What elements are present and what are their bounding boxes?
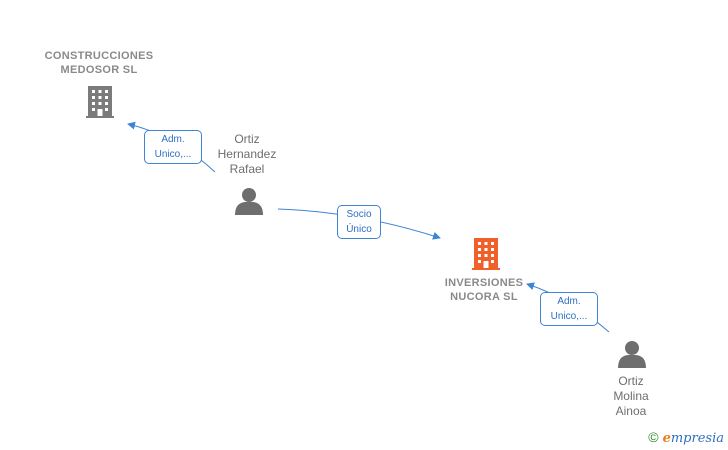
person-name-line: Ortiz xyxy=(234,132,260,146)
brand-logo-initial: e xyxy=(662,431,671,446)
person-name-ortiz-hernandez[interactable]: Ortiz Hernandez Rafael xyxy=(206,132,288,177)
person-name-line: Hernandez xyxy=(217,147,277,161)
relationship-label-line: Unico,... xyxy=(550,311,588,322)
relationship-label-line: Único xyxy=(346,224,372,235)
relationship-label-socio[interactable]: Socio Único xyxy=(337,205,381,239)
company-name-line: MEDOSOR SL xyxy=(60,64,138,76)
company-name-line: CONSTRUCCIONES xyxy=(44,50,154,62)
building-icon xyxy=(472,238,500,270)
relationship-label-line: Adm. xyxy=(161,134,185,145)
relationship-label-adm-1[interactable]: Adm. Unico,... xyxy=(144,130,202,164)
person-name-ortiz-molina[interactable]: Ortiz Molina Ainoa xyxy=(594,374,668,419)
company-name-inversiones[interactable]: INVERSIONES NUCORA SL xyxy=(428,276,540,304)
company-name-line: INVERSIONES xyxy=(444,277,524,289)
person-icon xyxy=(618,341,646,368)
company-name-line: NUCORA SL xyxy=(450,291,518,303)
person-name-line: Ortiz xyxy=(618,374,644,388)
relationship-label-line: Socio xyxy=(346,209,372,220)
brand-logo-text: mpresia xyxy=(670,431,724,446)
person-name-line: Ainoa xyxy=(615,404,647,418)
copyright-symbol: © xyxy=(648,429,659,445)
relationship-label-adm-2[interactable]: Adm. Unico,... xyxy=(540,292,598,326)
person-icon xyxy=(235,188,263,215)
person-name-line: Rafael xyxy=(229,162,265,176)
building-icon xyxy=(86,86,114,118)
brand-footer[interactable]: ©empresia xyxy=(648,429,724,446)
person-name-line: Molina xyxy=(613,389,649,403)
relationship-label-line: Unico,... xyxy=(154,149,192,160)
company-name-construcciones[interactable]: CONSTRUCCIONES MEDOSOR SL xyxy=(38,49,160,77)
relationship-label-line: Adm. xyxy=(557,296,581,307)
